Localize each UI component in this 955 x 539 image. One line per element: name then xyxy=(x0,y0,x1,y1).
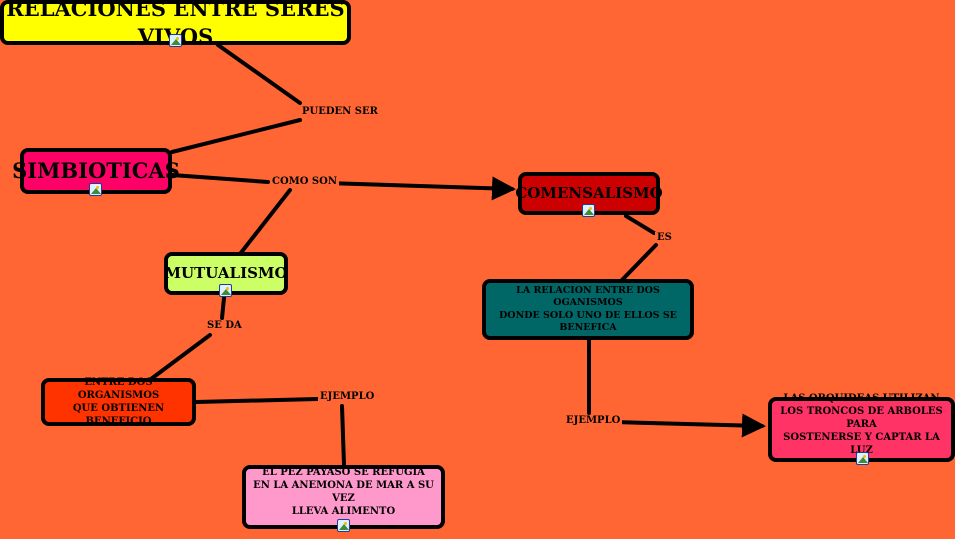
concept-title-label: RELACIONES ENTRE SERES VIVOS xyxy=(6,0,345,49)
concept-orquideas[interactable]: LAS ORQUIDEAS UTILIZAN LOS TRONCOS DE AR… xyxy=(768,393,955,462)
image-icon[interactable] xyxy=(337,519,350,532)
line-ejemplo-to-orquideas xyxy=(612,413,766,438)
concept-pez-payaso-label: EL PEZ PAYASO SE REFUGIA EN LA ANEMONA D… xyxy=(253,467,434,517)
concept-relacion-definicion[interactable]: LA RELACION ENTRE DOS OGANISMOS DONDE SO… xyxy=(482,279,694,340)
concept-orquideas-label: LAS ORQUIDEAS UTILIZAN LOS TRONCOS DE AR… xyxy=(780,393,943,456)
line-ejemplo-to-pez-payaso xyxy=(340,404,346,467)
concept-entre-dos-organismos-label: ENTRE DOS ORGANISMOS QUE OBTIENEN BENEFI… xyxy=(72,377,165,427)
line-se-da-to-organismos xyxy=(149,333,212,381)
line-simbioticas-to-como-son xyxy=(170,173,270,184)
link-label-pueden-ser[interactable]: PUEDEN SER xyxy=(300,106,380,117)
concept-entre-dos-organismos[interactable]: ENTRE DOS ORGANISMOS QUE OBTIENEN BENEFI… xyxy=(41,377,196,427)
image-icon[interactable] xyxy=(856,452,869,465)
line-pueden-ser-to-simbioticas xyxy=(170,118,302,154)
concept-simbioticas-label: SIMBIOTICAS xyxy=(12,158,180,184)
image-icon[interactable] xyxy=(219,284,232,297)
concept-mutualismo-label: MUTUALISMO xyxy=(164,263,288,282)
concept-relacion-definicion-label: LA RELACION ENTRE DOS OGANISMOS DONDE SO… xyxy=(499,284,677,333)
link-label-se-da[interactable]: SE DA xyxy=(205,320,244,331)
line-mutualismo-to-se-da xyxy=(220,296,226,320)
line-como-son-to-comensalismo xyxy=(324,176,516,201)
link-label-como-son[interactable]: COMO SON xyxy=(270,176,340,187)
concept-comensalismo-label: COMENSALISMO xyxy=(515,183,663,202)
image-icon[interactable] xyxy=(89,183,102,196)
link-label-ejemplo-mutualismo[interactable]: EJEMPLO xyxy=(318,391,377,402)
line-title-to-pueden-ser xyxy=(216,43,302,105)
line-organismos-to-ejemplo xyxy=(194,397,320,404)
line-es-to-relacion xyxy=(619,243,658,283)
concept-mutualismo[interactable]: MUTUALISMO xyxy=(164,252,288,295)
link-label-ejemplo-comensalismo[interactable]: EJEMPLO xyxy=(564,415,623,426)
image-icon[interactable] xyxy=(169,34,182,47)
link-label-es[interactable]: ES xyxy=(655,232,674,243)
line-comensalismo-to-es xyxy=(624,214,656,235)
image-icon[interactable] xyxy=(582,204,595,217)
concept-pez-payaso[interactable]: EL PEZ PAYASO SE REFUGIA EN LA ANEMONA D… xyxy=(242,465,445,529)
line-como-son-to-mutualismo xyxy=(238,188,292,256)
